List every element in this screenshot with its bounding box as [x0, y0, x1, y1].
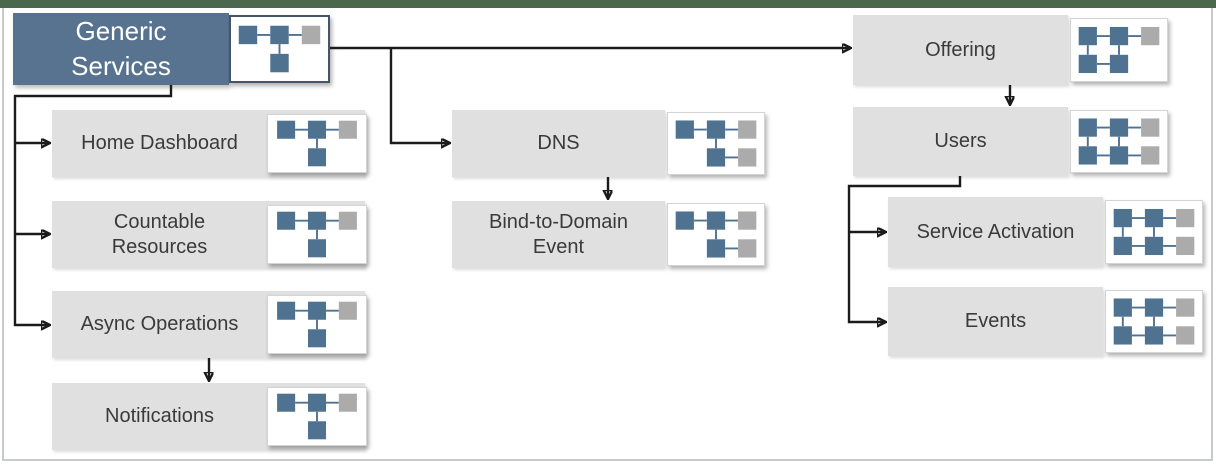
- org-chart-tree-icon: [238, 25, 321, 73]
- node-box: Service Activation: [888, 197, 1103, 267]
- icon-card: [1105, 290, 1203, 353]
- node-countable-resources: Countable Resources: [52, 201, 367, 268]
- node-box: Events: [888, 287, 1103, 356]
- node-label: Async Operations: [80, 313, 239, 335]
- org-chart-grid6-icon: [1113, 208, 1195, 256]
- node-label: Events: [964, 310, 1027, 332]
- org-chart-grid6-icon: [1113, 298, 1195, 345]
- node-dns: DNS: [452, 110, 765, 177]
- node-box: Bind-to-Domain Event: [452, 201, 665, 268]
- icon-card: [1070, 18, 1168, 82]
- node-box: Generic Services: [13, 13, 229, 85]
- icon-card: [1105, 200, 1203, 264]
- node-bind-to-domain-event: Bind-to-Domain Event: [452, 201, 765, 268]
- icon-card: [267, 295, 367, 354]
- node-label: Notifications: [105, 405, 214, 427]
- org-chart-tree2-icon: [675, 120, 757, 167]
- node-label: DNS: [537, 132, 580, 154]
- node-async-operations: Async Operations: [52, 291, 367, 358]
- org-chart-tree-icon: [277, 301, 357, 348]
- org-chart-tree2-icon: [675, 211, 757, 258]
- node-offering: Offering: [853, 15, 1168, 85]
- node-notifications: Notifications: [52, 383, 367, 450]
- org-chart-grid5-icon: [1078, 26, 1160, 74]
- icon-card: [267, 387, 367, 446]
- node-home-dashboard: Home Dashboard: [52, 110, 367, 177]
- icon-card: [229, 15, 330, 83]
- icon-card: [667, 112, 765, 175]
- org-chart-tree-icon: [277, 393, 357, 440]
- icon-card: [267, 205, 367, 264]
- top-accent-bar: [0, 0, 1216, 8]
- icon-card: [667, 203, 765, 266]
- org-chart-tree-icon: [277, 120, 357, 167]
- node-label: Countable Resources: [111, 210, 208, 258]
- node-label: Home Dashboard: [81, 132, 238, 154]
- node-label: Users: [934, 130, 987, 152]
- node-events: Events: [888, 287, 1203, 356]
- edge-generic-to-dns: [389, 48, 449, 143]
- node-label: Offering: [925, 38, 996, 61]
- node-label: Generic Services: [71, 15, 171, 81]
- node-box: DNS: [452, 110, 665, 177]
- node-label: Bind-to-Domain Event: [489, 210, 628, 258]
- org-chart-tree-icon: [277, 211, 357, 258]
- node-users: Users: [853, 107, 1168, 176]
- node-box: Users: [853, 107, 1068, 176]
- node-box: Offering: [853, 15, 1068, 85]
- node-service-activation: Service Activation: [888, 197, 1203, 267]
- org-chart-grid6-icon: [1078, 118, 1160, 165]
- node-label: Service Activation: [916, 220, 1075, 243]
- icon-card: [1070, 110, 1168, 173]
- node-generic-services: Generic Services: [13, 13, 330, 85]
- icon-card: [267, 114, 367, 173]
